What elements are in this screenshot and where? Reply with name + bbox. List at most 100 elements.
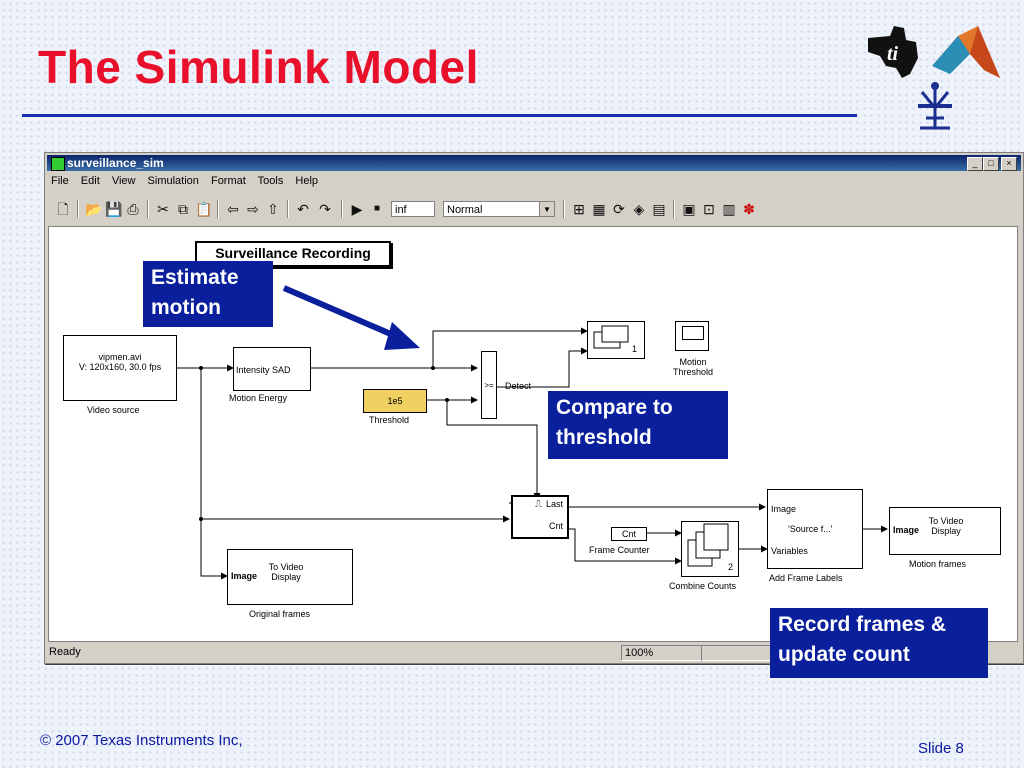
motion-threshold-scope-block[interactable]	[675, 321, 709, 351]
threshold-caption: Threshold	[369, 415, 410, 425]
update-diagram-icon[interactable]: ⟳	[613, 201, 625, 217]
ti-logo: ti	[868, 26, 918, 78]
help-icon[interactable]: ✽	[743, 201, 755, 217]
menu-help[interactable]: Help	[295, 175, 319, 187]
print-icon[interactable]: ⎙	[127, 201, 139, 217]
menu-simulation[interactable]: Simulation	[147, 175, 199, 187]
library-icon[interactable]: ▦	[592, 201, 606, 217]
window-titlebar[interactable]: surveillance_sim _ □ ×	[47, 155, 1021, 171]
model-explorer-icon[interactable]: ◈	[633, 201, 645, 217]
motion-energy-caption: Motion Energy	[229, 393, 288, 403]
explorer-icon[interactable]: ▥	[722, 201, 736, 217]
motion-threshold-caption: Motion Threshold	[673, 357, 713, 377]
add-frame-labels-block[interactable]: Image 'Source f...' Variables	[767, 489, 863, 569]
add-frame-labels-caption: Add Frame Labels	[769, 573, 843, 583]
subsystem-stack-icon: 2	[687, 523, 733, 572]
close-button[interactable]: ×	[1001, 157, 1017, 171]
up-icon[interactable]: ⇧	[267, 201, 279, 217]
svg-text:1: 1	[632, 344, 637, 354]
original-frames-line1: To Video	[268, 562, 304, 572]
callout-record-frames: Record frames & update count	[770, 608, 988, 678]
video-source-caption: Video source	[87, 405, 140, 415]
simulink-app-icon	[51, 157, 65, 171]
signal-lines	[177, 327, 888, 580]
slide-title: The Simulink Model	[38, 41, 479, 93]
copyright-footer: © 2007 Texas Instruments Inc,	[40, 732, 243, 749]
motion-threshold-enabled-block[interactable]: 1	[587, 321, 645, 359]
undo-icon[interactable]: ↶	[297, 201, 309, 217]
svg-text:ti: ti	[887, 43, 899, 65]
subsystem-stack-icon: 1	[593, 325, 637, 354]
menu-format[interactable]: Format	[210, 175, 246, 187]
minimize-button[interactable]: _	[967, 157, 983, 171]
combine-counts-block[interactable]: 2	[681, 521, 739, 577]
variables-port-label: Variables	[771, 546, 808, 556]
original-frames-display-block[interactable]: Image To Video Display	[227, 549, 353, 605]
menu-file[interactable]: File	[51, 175, 69, 187]
status-cell	[701, 645, 773, 661]
motion-frames-line2: Display	[931, 526, 961, 536]
motion-threshold-caption-2: Threshold	[673, 367, 714, 377]
copy-icon[interactable]: ⧉	[178, 201, 188, 217]
paste-icon[interactable]: 📋	[195, 201, 213, 217]
block-library-icon[interactable]: ▣	[682, 201, 696, 217]
redo-icon[interactable]: ↷	[319, 201, 331, 217]
stop-time-input[interactable]: inf	[391, 201, 435, 217]
video-source-file: vipmen.avi	[98, 352, 142, 362]
zoom-level: 100%	[621, 645, 702, 661]
logo-group: ti	[860, 18, 1010, 138]
frame-counter-caption: Frame Counter	[589, 545, 650, 555]
motion-frames-display-block[interactable]: Image To Video Display	[889, 507, 1001, 555]
threshold-block[interactable]: 1e5	[363, 389, 427, 413]
pulse-icon: ⎍	[535, 499, 542, 510]
back-icon[interactable]: ⇦	[227, 201, 239, 217]
build-icon[interactable]: ⊞	[573, 201, 585, 217]
original-frames-caption: Original frames	[249, 609, 311, 619]
save-icon[interactable]: 💾	[105, 201, 123, 217]
enabled-subsystem-block[interactable]: Last ⎍ Cnt	[511, 495, 569, 539]
maximize-button[interactable]: □	[983, 157, 999, 171]
compare-block[interactable]: >=	[481, 351, 497, 419]
debugger-icon[interactable]: ▤	[652, 201, 666, 217]
last-port-label: Last	[545, 499, 563, 509]
motion-frames-port: Image	[893, 525, 920, 535]
sim-mode-select[interactable]: Normal ▼	[443, 201, 555, 217]
chevron-down-icon[interactable]: ▼	[539, 202, 554, 216]
combine-counts-caption: Combine Counts	[669, 581, 737, 591]
status-text: Ready	[49, 646, 81, 658]
window-title: surveillance_sim	[67, 156, 164, 170]
detect-port-label: Detect	[505, 381, 532, 391]
open-folder-icon[interactable]: 📂	[85, 201, 103, 217]
university-emblem	[918, 82, 952, 130]
toolbar: 🗋 📂 💾 ⎙ ✂ ⧉ 📋 ⇦ ⇨ ⇧ ↶ ↷ ▶ ■ inf Normal ▼…	[51, 197, 1011, 221]
cnt-port-label: Cnt	[548, 521, 563, 531]
motion-frames-caption: Motion frames	[909, 559, 967, 569]
zoom-icon[interactable]: ⊡	[703, 201, 715, 217]
run-icon[interactable]: ▶	[351, 201, 363, 217]
callout-compare-threshold: Compare to threshold	[548, 391, 728, 459]
label-text: 'Source f...'	[788, 524, 833, 534]
svg-text:2: 2	[728, 562, 733, 572]
sim-mode-value: Normal	[447, 204, 483, 216]
video-source-format: V: 120x160, 30.0 fps	[78, 362, 162, 372]
matlab-logo	[932, 26, 1000, 78]
cut-icon[interactable]: ✂	[157, 201, 169, 217]
menu-bar: File Edit View Simulation Format Tools H…	[51, 175, 327, 191]
forward-icon[interactable]: ⇨	[247, 201, 259, 217]
simulink-window: surveillance_sim _ □ × File Edit View Si…	[44, 152, 1024, 664]
motion-threshold-caption-1: Motion	[679, 357, 707, 367]
motion-frames-line1: To Video	[928, 516, 964, 526]
title-divider	[22, 114, 857, 117]
intensity-sad-block[interactable]: Intensity SAD	[233, 347, 311, 391]
callout-estimate-motion: Estimate motion	[143, 261, 273, 327]
menu-edit[interactable]: Edit	[80, 175, 100, 187]
image-port-label: Image	[771, 504, 797, 514]
original-frames-port: Image	[231, 571, 258, 581]
new-file-icon[interactable]: 🗋	[57, 201, 69, 217]
menu-tools[interactable]: Tools	[257, 175, 284, 187]
slide-number: Slide 8	[918, 740, 964, 757]
video-source-block[interactable]: vipmen.avi V: 120x160, 30.0 fps	[63, 335, 177, 401]
stop-icon[interactable]: ■	[373, 203, 381, 214]
frame-counter-block[interactable]: Cnt	[611, 527, 647, 541]
menu-view[interactable]: View	[111, 175, 136, 187]
